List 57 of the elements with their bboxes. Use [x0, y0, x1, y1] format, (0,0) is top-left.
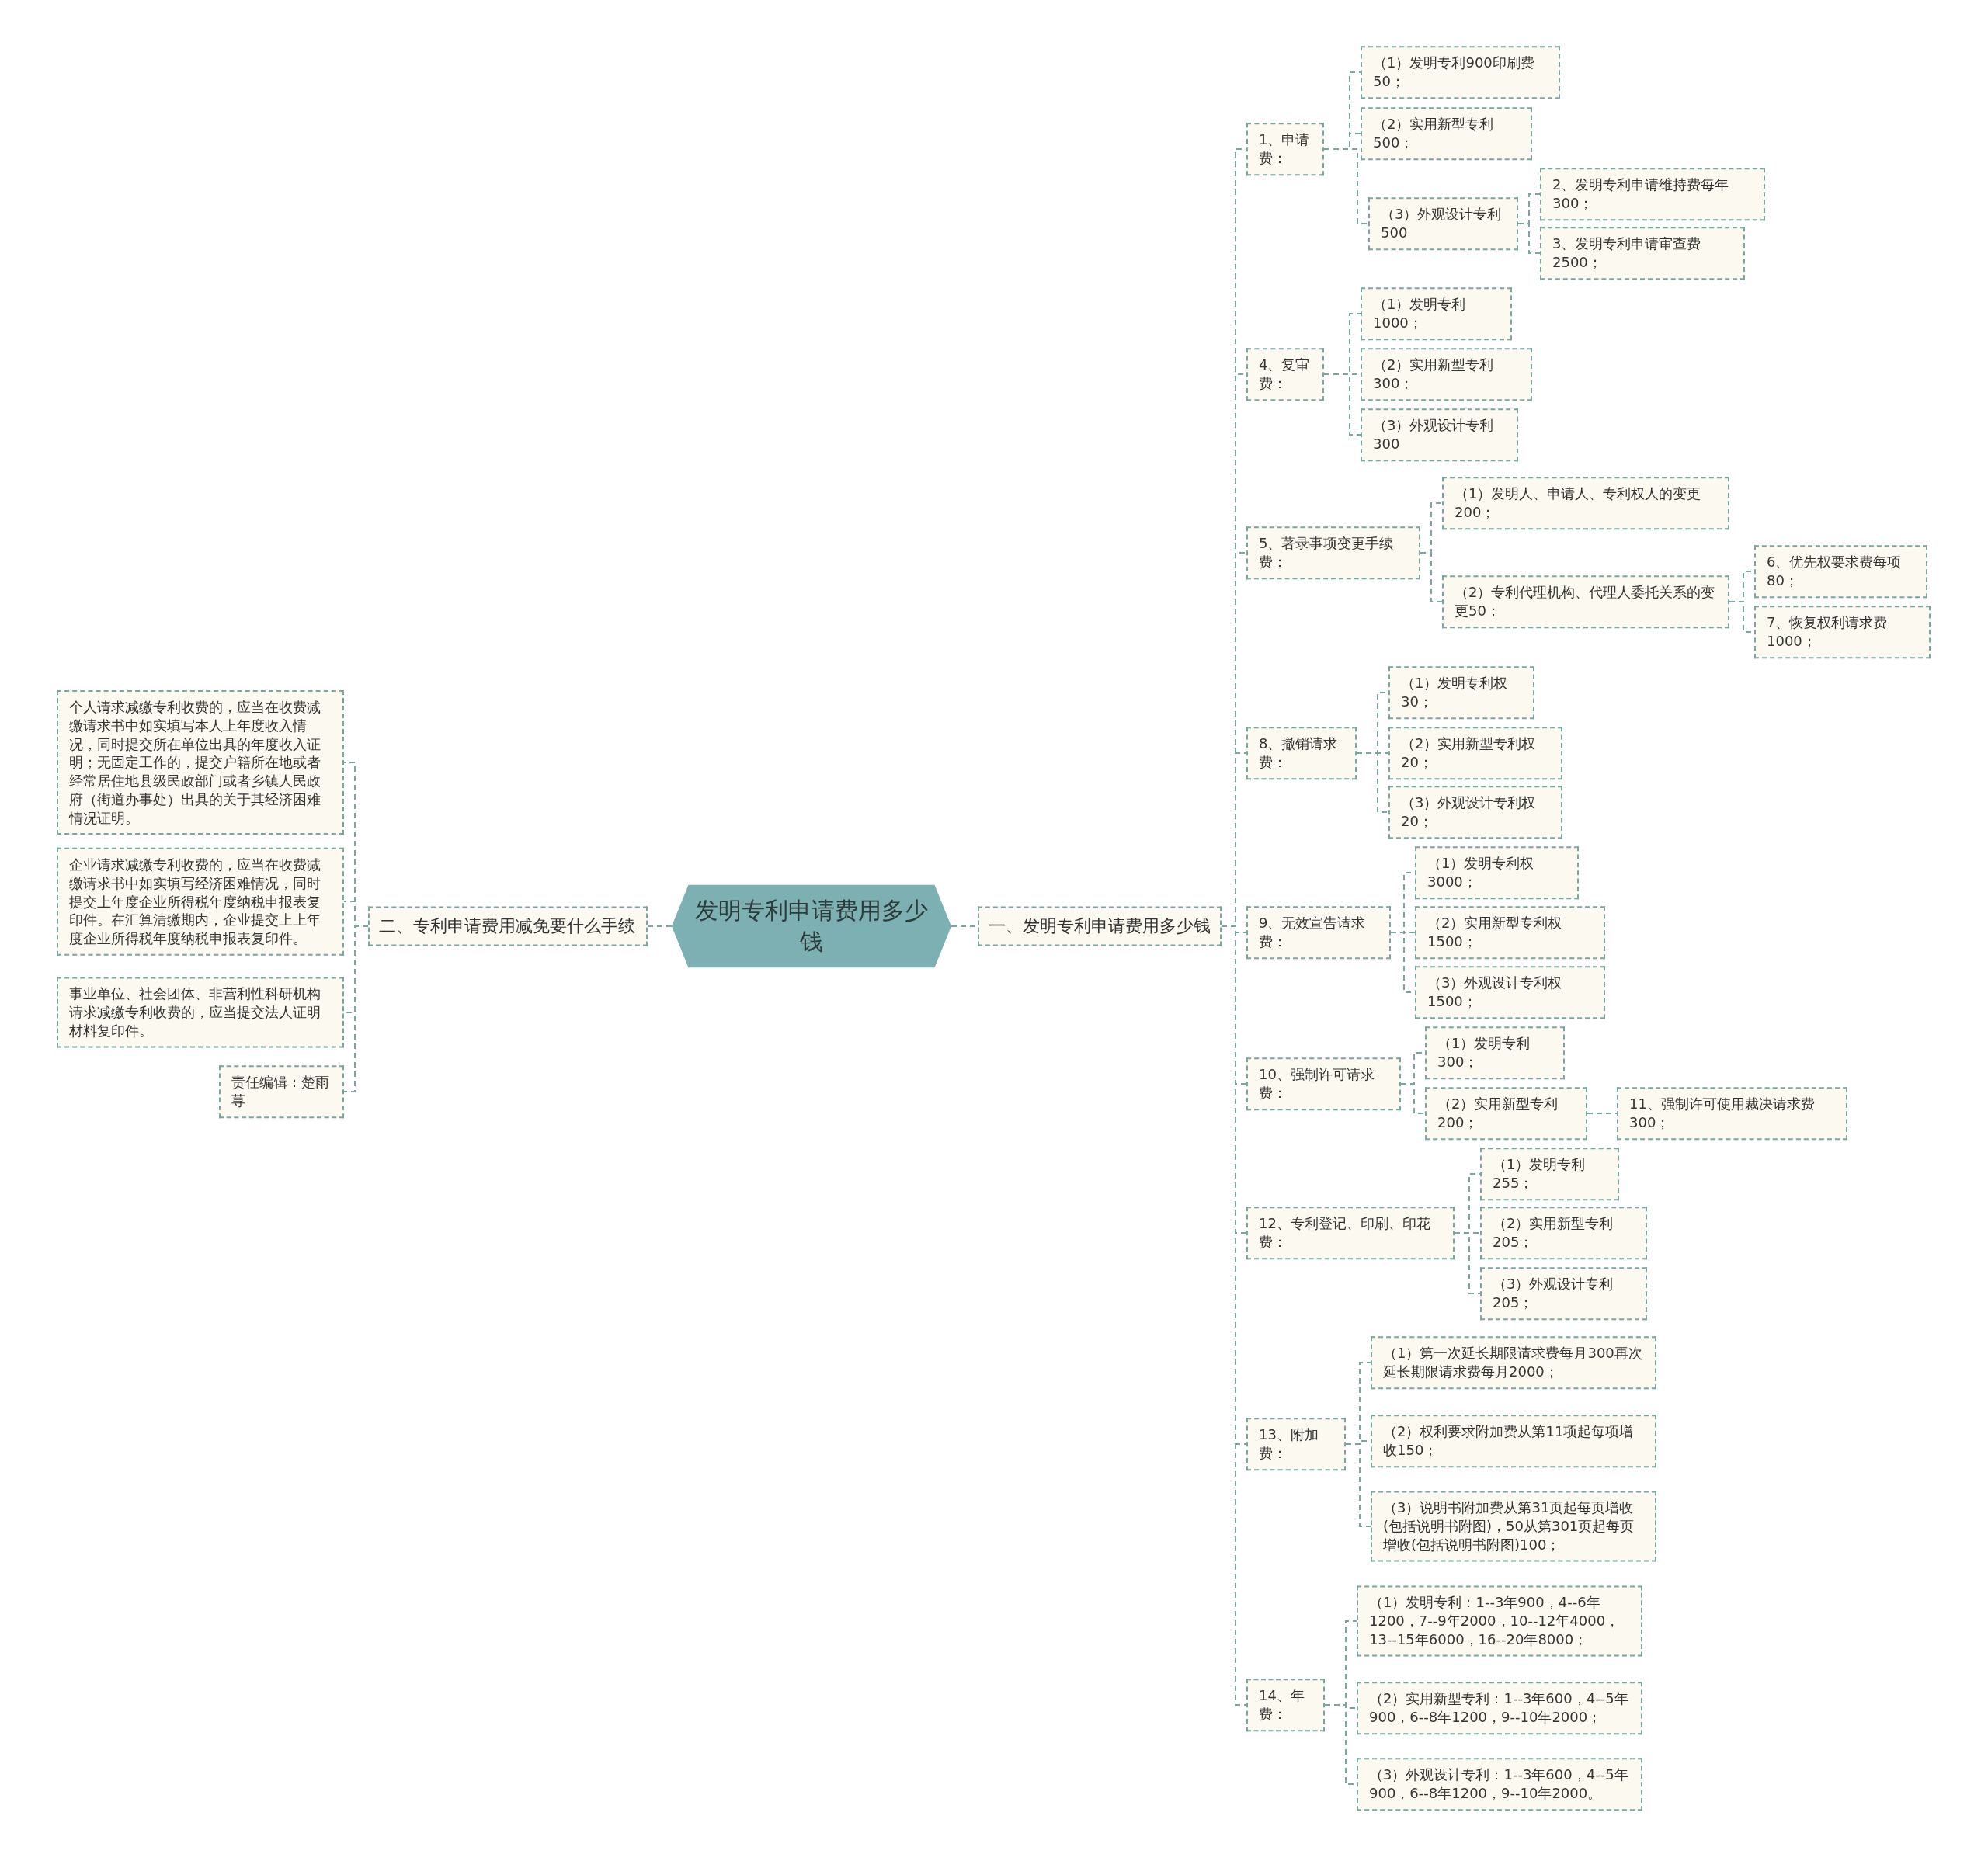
connector: [1400, 1083, 1426, 1114]
connector: [343, 925, 369, 1092]
topic-box: （1）发明专利300；: [1425, 1026, 1565, 1079]
topic-box: 7、恢复权利请求费1000；: [1754, 606, 1931, 658]
topic-box: 1、申请费：: [1246, 123, 1324, 175]
topic-box: 5、著录事项变更手续费：: [1246, 526, 1420, 579]
topic-box: （2）实用新型专利300；: [1361, 348, 1532, 401]
connector: [1420, 552, 1443, 602]
topic-box: （1）发明专利权30；: [1388, 666, 1534, 719]
topic-box: 责任编辑：楚雨荨: [219, 1065, 344, 1118]
topic-box: 13、附加费：: [1246, 1418, 1346, 1470]
topic-box: （1）发明专利900印刷费50；: [1361, 46, 1560, 99]
topic-box: 个人请求减缴专利收费的，应当在收费减缴请求书中如实填写本人上年度收入情况，同时提交所在单位出具的年度收入证明；无固定工作的，提交户籍所在地或者经常居住地县级民政部门或者乡镇人民政府（街道办事处）出具的关于其经济困难情况证明。: [57, 689, 344, 835]
topic-box: （2）实用新型专利：1--3年600，4--5年900，6--8年1200，9--10年2000；: [1357, 1682, 1642, 1734]
topic-box: （2）实用新型专利500；: [1361, 107, 1532, 160]
central-topic: 发明专利申请费用多少钱: [672, 884, 951, 968]
topic-box: 企业请求减缴专利收费的，应当在收费减缴请求书中如实填写经济困难情况，同时提交上年度企业所得税年度纳税申报表复印件。在汇算清缴期内，企业提交上上年度企业所得税年度纳税申报表复印件。: [57, 847, 344, 956]
connector: [1323, 148, 1369, 224]
topic-box: 2、发明专利申请维持费每年300；: [1540, 168, 1765, 220]
topic-box: 10、强制许可请求费：: [1246, 1057, 1401, 1110]
topic-box: 3、发明专利申请审查费2500；: [1540, 227, 1745, 280]
topic-box: （2）实用新型专利205；: [1480, 1207, 1647, 1259]
topic-box: 一、发明专利申请费用多少钱: [978, 906, 1222, 946]
topic-box: （2）实用新型专利200；: [1425, 1087, 1587, 1140]
connector: [1517, 223, 1541, 254]
topic-box: （3）外观设计专利300: [1361, 408, 1518, 461]
topic-box: （1）发明专利：1--3年900，4--6年1200，7--9年2000，10--12年4000，13--15年6000，16--20年8000；: [1357, 1585, 1642, 1657]
topic-box: （3）外观设计专利500: [1368, 197, 1518, 250]
topic-box: （3）外观设计专利权20；: [1388, 786, 1562, 839]
topic-box: （1）发明人、申请人、专利权人的变更200；: [1442, 477, 1729, 529]
connector: [1454, 1232, 1481, 1294]
topic-box: （3）外观设计专利：1--3年600，4--5年900，6--8年1200，9--10年2000。: [1357, 1758, 1642, 1811]
topic-box: （2）权利要求附加费从第11项起每项增收150；: [1371, 1415, 1656, 1467]
topic-box: （2）专利代理机构、代理人委托关系的变更50；: [1442, 575, 1729, 628]
topic-box: （1）发明专利权3000；: [1415, 846, 1579, 899]
topic-box: 14、年费：: [1246, 1679, 1325, 1731]
topic-box: （1）发明专利255；: [1480, 1148, 1619, 1200]
connector: [1356, 752, 1389, 813]
topic-box: 6、优先权要求费每项80；: [1754, 545, 1927, 598]
topic-box: 4、复审费：: [1246, 348, 1324, 401]
connector: [647, 925, 673, 927]
topic-box: （3）说明书附加费从第31页起每页增收(包括说明书附图)，50从第301页起每页增收(包括说明书附图)100；: [1371, 1491, 1656, 1562]
connector: [1345, 1443, 1371, 1527]
topic-box: （3）外观设计专利205；: [1480, 1267, 1647, 1320]
topic-box: （2）实用新型专利权20；: [1388, 727, 1562, 779]
topic-box: 12、专利登记、印刷、印花费：: [1246, 1207, 1455, 1259]
topic-box: （3）外观设计专利权1500；: [1415, 966, 1605, 1019]
topic-box: （1）发明专利1000；: [1361, 287, 1512, 340]
topic-box: 9、无效宣告请求费：: [1246, 906, 1391, 959]
topic-box: （2）实用新型专利权1500；: [1415, 906, 1605, 959]
topic-box: 事业单位、社会团体、非营利性科研机构请求减缴专利收费的，应当提交法人证明材料复印件。: [57, 977, 344, 1048]
topic-box: 8、撤销请求费：: [1246, 727, 1357, 779]
connector: [1587, 1113, 1618, 1114]
topic-box: 二、专利申请费用减免要什么手续: [368, 906, 648, 946]
topic-box: （1）第一次延长期限请求费每月300再次延长期限请求费每月2000；: [1371, 1336, 1656, 1389]
topic-box: 11、强制许可使用裁决请求费300；: [1617, 1087, 1847, 1140]
connector: [1323, 373, 1361, 436]
